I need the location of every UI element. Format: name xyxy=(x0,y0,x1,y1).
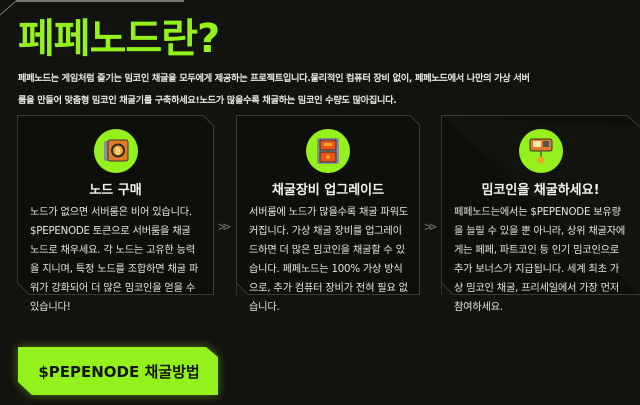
button-label: $PEPENODE 채굴방법 xyxy=(38,363,200,381)
svg-text:₿: ₿ xyxy=(115,148,120,156)
chevron-right-icon: >> xyxy=(218,220,231,235)
card-frame xyxy=(441,115,640,295)
how-to-mine-button[interactable]: $PEPENODE 채굴방법 xyxy=(18,347,220,395)
card-mine-memecoin: 밈코인을 채굴하세요! 페페노드는에서는 $PEPENODE 보유량을 늘릴 수… xyxy=(441,115,640,313)
card-frame xyxy=(17,115,214,295)
intro-line-1: 페페노드는 게임처럼 즐기는 밈코인 채굴을 모두에게 제공하는 프로젝트입니다… xyxy=(18,73,530,84)
card-title: 채굴장비 업그레이드 xyxy=(271,183,385,198)
node-box-icon: ₿ xyxy=(93,129,138,173)
card-frame xyxy=(236,115,420,295)
card-title: 노드 구매 xyxy=(89,183,142,198)
intro-text: 페페노드는 게임처럼 즐기는 밈코인 채굴을 모두에게 제공하는 프로젝트입니다… xyxy=(18,68,618,112)
intro-line-2: 룸을 만들어 맞춤형 밈코인 채굴기를 구축하세요!노드가 많을수록 채굴하는 … xyxy=(18,95,397,106)
card-buy-node: ₿ 노드 구매 노드가 없으면 서버룸은 비어 있습니다. $PEPENODE … xyxy=(17,115,214,313)
card-body: 서버룸에 노드가 많을수록 채굴 파워도 커집니다. 가상 채굴 장비를 업그레… xyxy=(249,207,408,313)
card-body: 페페노드는에서는 $PEPENODE 보유량을 늘릴 수 있을 뿐 아니라, 상… xyxy=(454,207,626,313)
page-title: 페페노드란? xyxy=(18,16,220,62)
chevron-right-icon: >> xyxy=(424,220,437,235)
mining-rig-icon xyxy=(306,129,350,173)
card-body: 노드가 없으면 서버룸은 비어 있습니다. $PEPENODE 토큰으로 서버룸… xyxy=(30,207,199,313)
top-decoration xyxy=(0,0,184,16)
card-upgrade-rig: 채굴장비 업그레이드 서버룸에 노드가 많을수록 채굴 파워도 커집니다. 가상… xyxy=(236,115,420,313)
card-title: 밈코인을 채굴하세요! xyxy=(481,183,600,198)
miner-device-icon xyxy=(518,129,563,173)
button-shape xyxy=(18,347,218,395)
